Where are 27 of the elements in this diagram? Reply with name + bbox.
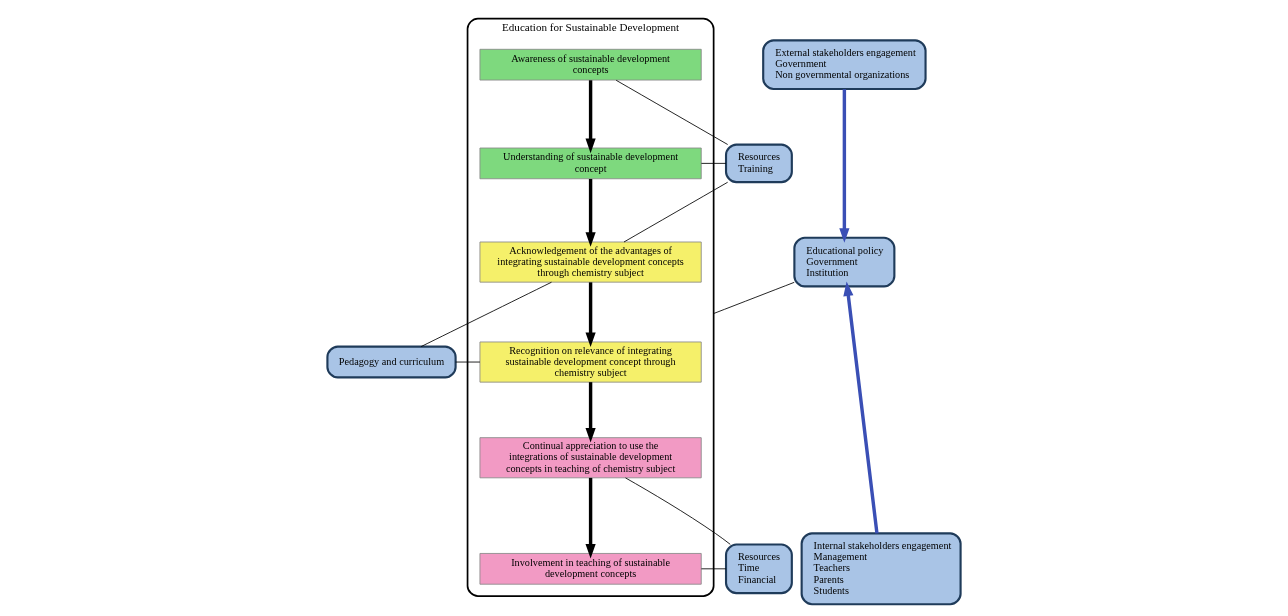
- connector: [455, 361, 481, 363]
- node-box: Continual appreciation to use the integrations of sustainable development concepts in teaching of chemistry subject: [479, 437, 702, 479]
- connector: [623, 181, 729, 243]
- node-box: Understanding of sustainable development concept: [479, 147, 702, 180]
- node-box: Awareness of sustainable development concepts: [479, 48, 702, 81]
- node-box: Educational policy Government Institution: [793, 236, 896, 288]
- arrow: [585, 282, 596, 347]
- connector: [615, 79, 729, 145]
- node-box: Internal stakeholders engagement Management Teachers Parents Students: [800, 532, 962, 606]
- connector: [625, 477, 731, 545]
- node-box: Recognition on relevance of integrating sustainable development concept through chemistry subject: [479, 341, 702, 383]
- arrow: [585, 178, 596, 247]
- connector: [713, 281, 795, 314]
- node-box: External stakeholders engagement Government Non governmental organizations: [762, 39, 927, 91]
- connector: [700, 162, 727, 164]
- arrow: [585, 80, 596, 154]
- connector: [420, 281, 552, 347]
- node-box: Resources Time Financial: [724, 543, 793, 595]
- connector: [700, 568, 727, 570]
- node-box: Resources Training: [724, 143, 793, 184]
- node-box: Acknowledgement of the advantages of integrating sustainable development concepts through chemistry subject: [479, 241, 702, 283]
- arrow: [839, 89, 850, 243]
- arrow: [585, 382, 596, 443]
- arrow: [585, 477, 596, 559]
- node-box: Involvement in teaching of sustainable development concepts: [479, 553, 702, 585]
- arrow: [843, 281, 879, 534]
- node-box: Pedagogy and curriculum: [326, 345, 457, 379]
